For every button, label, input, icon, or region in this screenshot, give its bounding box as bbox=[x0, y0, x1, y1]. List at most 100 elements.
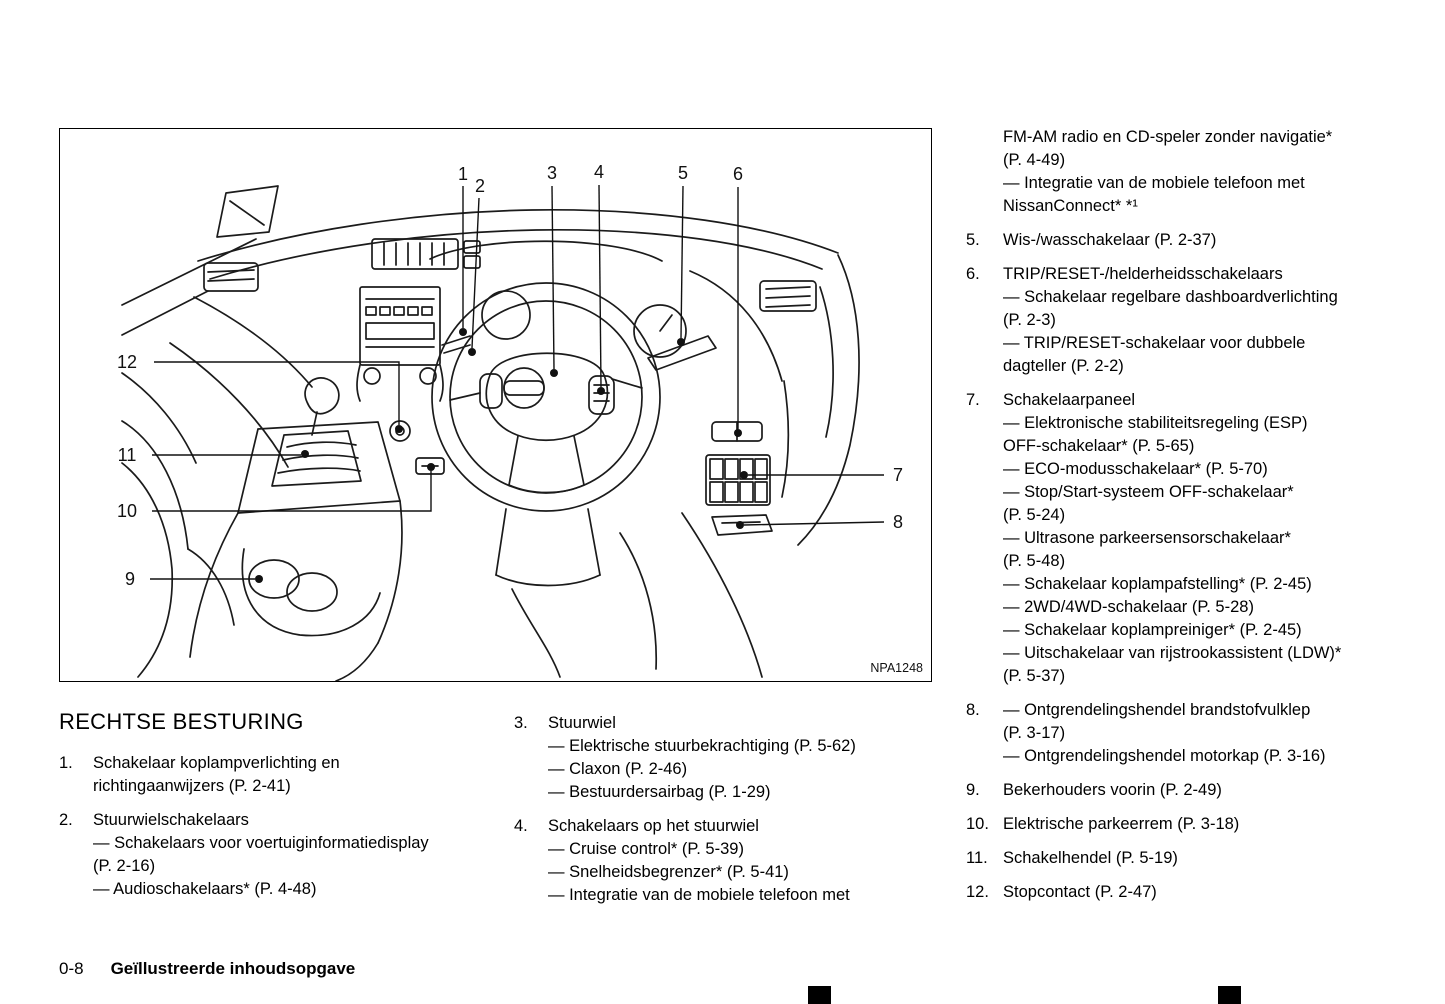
item-number: 1. bbox=[59, 754, 73, 772]
page-number: 0-8 bbox=[59, 959, 84, 978]
list-item-6: 6. TRIP/RESET-/helderheidsschakelaars — S… bbox=[966, 263, 1406, 378]
item-number: 11. bbox=[966, 849, 988, 867]
text-line: Schakelaars op het stuurwiel bbox=[548, 817, 759, 835]
item-text: Schakelaarpaneel — Elektronische stabilit… bbox=[1003, 389, 1406, 688]
list-item-2: 2. Stuurwielschakelaars — Schakelaars voo… bbox=[59, 809, 504, 901]
list-item-10: 10. Elektrische parkeerrem (P. 3-18) bbox=[966, 813, 1406, 836]
callout-number-12: 12 bbox=[116, 352, 138, 372]
item-number: 6. bbox=[966, 265, 980, 283]
column-right: FM-AM radio en CD-speler zonder navigati… bbox=[966, 126, 1406, 915]
text-line: — Integratie van de mobiele telefoon met bbox=[548, 886, 850, 904]
callout-number-4: 4 bbox=[593, 162, 605, 182]
text-line: NissanConnect* *¹ bbox=[1003, 197, 1138, 215]
figure-code: NPA1248 bbox=[870, 661, 923, 675]
text-line: Elektrische parkeerrem (P. 3-18) bbox=[1003, 815, 1240, 833]
item-text: Schakelhendel (P. 5-19) bbox=[1003, 847, 1406, 870]
text-line: — ECO-modusschakelaar* (P. 5-70) bbox=[1003, 460, 1268, 478]
right-air-vent bbox=[759, 280, 817, 312]
item-text: Schakelaars op het stuurwiel— Cruise con… bbox=[548, 815, 929, 907]
section-tab-mark bbox=[1218, 986, 1241, 1004]
list-item-9: 9. Bekerhouders voorin (P. 2-49) bbox=[966, 779, 1406, 802]
list-item-8: 8. — Ontgrendelingshendel brandstofvulkl… bbox=[966, 699, 1406, 768]
text-line: — Schakelaars voor voertuiginformatiedis… bbox=[93, 834, 429, 852]
text-line: — Schakelaar koplampafstelling* (P. 2-45… bbox=[1003, 575, 1312, 593]
section-heading: RECHTSE BESTURING bbox=[59, 709, 304, 734]
dashboard-line-art bbox=[121, 184, 885, 681]
text-line: — Ultrasone parkeersensorschakelaar* bbox=[1003, 529, 1291, 547]
item-number: 12. bbox=[966, 883, 989, 901]
text-line: (P. 3-17) bbox=[1003, 724, 1066, 742]
callout-leader-lines bbox=[150, 184, 885, 580]
text-line: (P. 4-49) bbox=[1003, 151, 1066, 169]
item-text: Stuurwielschakelaars — Schakelaars voor v… bbox=[93, 809, 504, 901]
text-line: — Elektrische stuurbekrachtiging (P. 5-6… bbox=[548, 737, 856, 755]
item-text: Wis-/wasschakelaar (P. 2-37) bbox=[1003, 229, 1406, 252]
item-text: Stuurwiel— Elektrische stuurbekrachtigin… bbox=[548, 712, 929, 804]
steering-wheel bbox=[431, 282, 661, 512]
wiper-stalk bbox=[647, 335, 717, 371]
audio-unit bbox=[356, 286, 444, 402]
text-line: OFF-schakelaar* (P. 5-65) bbox=[1003, 437, 1195, 455]
item-number: 2. bbox=[59, 811, 73, 829]
text-line: — Claxon (P. 2-46) bbox=[548, 760, 688, 778]
text-line: — Audioschakelaars* (P. 4-48) bbox=[93, 880, 317, 898]
list-item-12: 12. Stopcontact (P. 2-47) bbox=[966, 881, 1406, 904]
column-middle: 3. Stuurwiel— Elektrische stuurbekrachti… bbox=[514, 712, 929, 918]
text-line: — Uitschakelaar van rijstrookassistent (… bbox=[1003, 644, 1342, 662]
switch-panel bbox=[705, 454, 771, 506]
text-line: (P. 5-48) bbox=[1003, 552, 1066, 570]
callout-number-2: 2 bbox=[474, 176, 486, 196]
item-number: 9. bbox=[966, 781, 980, 799]
item-number: 8. bbox=[966, 701, 980, 719]
text-line: — Schakelaar regelbare dashboardverlicht… bbox=[1003, 288, 1338, 306]
text-line: Wis-/wasschakelaar (P. 2-37) bbox=[1003, 231, 1217, 249]
section-tab-mark bbox=[808, 986, 831, 1004]
item-number: 10. bbox=[966, 815, 989, 833]
text-line: — Integratie van de mobiele telefoon met bbox=[1003, 174, 1305, 192]
list-item-7: 7. Schakelaarpaneel — Elektronische stabi… bbox=[966, 389, 1406, 688]
list-item-3: 3. Stuurwiel— Elektrische stuurbekrachti… bbox=[514, 712, 929, 804]
text-line: Stopcontact (P. 2-47) bbox=[1003, 883, 1157, 901]
dashboard-figure: 1 2 3 4 5 6 7 8 9 10 11 12 NPA1248 bbox=[59, 128, 932, 682]
list-item-11: 11. Schakelhendel (P. 5-19) bbox=[966, 847, 1406, 870]
text-line: FM-AM radio en CD-speler zonder navigati… bbox=[1003, 128, 1333, 146]
text-line: richtingaanwijzers (P. 2-41) bbox=[93, 777, 291, 795]
item-number: 5. bbox=[966, 231, 980, 249]
page-footer: 0-8 Geïllustreerde inhoudsopgave bbox=[59, 959, 355, 979]
text-line: (P. 2-16) bbox=[93, 857, 156, 875]
text-line: TRIP/RESET-/helderheidsschakelaars bbox=[1003, 265, 1283, 283]
text-line: (P. 5-37) bbox=[1003, 667, 1066, 685]
callout-number-3: 3 bbox=[546, 163, 558, 183]
text-line: (P. 2-3) bbox=[1003, 311, 1056, 329]
callout-number-8: 8 bbox=[892, 512, 904, 532]
callout-number-10: 10 bbox=[116, 501, 138, 521]
item-number: 4. bbox=[514, 817, 528, 835]
item-4-continuation: FM-AM radio en CD-speler zonder navigati… bbox=[1003, 126, 1406, 218]
gear-lever bbox=[271, 377, 362, 487]
text-line: Schakelaarpaneel bbox=[1003, 391, 1136, 409]
instrument-cluster bbox=[481, 290, 687, 358]
text-line: — Bestuurdersairbag (P. 1-29) bbox=[548, 783, 771, 801]
callout-number-5: 5 bbox=[677, 163, 689, 183]
text-line: — 2WD/4WD-schakelaar (P. 5-28) bbox=[1003, 598, 1254, 616]
callout-number-11: 11 bbox=[117, 445, 137, 465]
text-line: — Ontgrendelingshendel brandstofvulklep bbox=[1003, 701, 1311, 719]
item-number: 7. bbox=[966, 391, 980, 409]
item-text: Elektrische parkeerrem (P. 3-18) bbox=[1003, 813, 1406, 836]
item-text: — Ontgrendelingshendel brandstofvulklep (… bbox=[1003, 699, 1406, 768]
callout-number-6: 6 bbox=[732, 164, 744, 184]
callout-target-dots bbox=[255, 328, 748, 583]
footer-section-title: Geïllustreerde inhoudsopgave bbox=[110, 959, 356, 978]
text-line: — TRIP/RESET-schakelaar voor dubbele bbox=[1003, 334, 1306, 352]
text-line: dagteller (P. 2-2) bbox=[1003, 357, 1124, 375]
list-item-5: 5. Wis-/wasschakelaar (P. 2-37) bbox=[966, 229, 1406, 252]
item-text: TRIP/RESET-/helderheidsschakelaars — Scha… bbox=[1003, 263, 1406, 378]
callout-number-7: 7 bbox=[892, 465, 904, 485]
text-line: — Elektronische stabiliteitsregeling (ES… bbox=[1003, 414, 1308, 432]
text-line: (P. 5-24) bbox=[1003, 506, 1066, 524]
left-air-vent bbox=[203, 262, 259, 292]
text-line: Stuurwielschakelaars bbox=[93, 811, 249, 829]
callout-number-9: 9 bbox=[124, 569, 136, 589]
seat-outline bbox=[121, 420, 235, 678]
